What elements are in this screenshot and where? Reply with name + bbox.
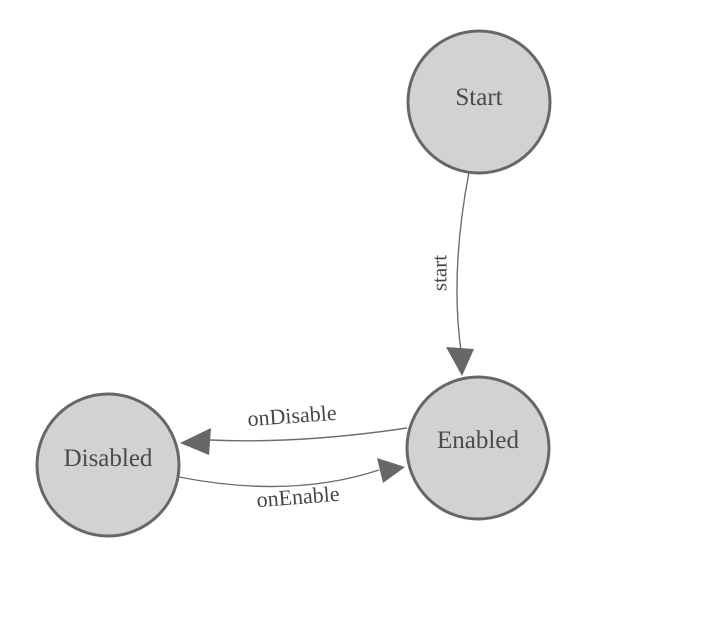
state-label-enabled: Enabled <box>437 427 519 454</box>
edge-label-start: start <box>427 254 452 292</box>
state-label-start: Start <box>455 84 503 111</box>
state-node-start <box>406 29 552 175</box>
arrowhead-start-to-enabled <box>446 347 474 376</box>
arrowhead-disabled-to-enabled <box>377 458 405 483</box>
edge-enabled-to-disabled <box>209 427 408 442</box>
edge-start-to-enabled <box>456 171 470 352</box>
state-node-enabled <box>405 375 551 521</box>
edge-disabled-to-enabled <box>178 469 380 488</box>
state-label-disabled: Disabled <box>63 445 153 472</box>
state-node-disabled <box>35 392 181 538</box>
arrowhead-enabled-to-disabled <box>180 428 211 455</box>
